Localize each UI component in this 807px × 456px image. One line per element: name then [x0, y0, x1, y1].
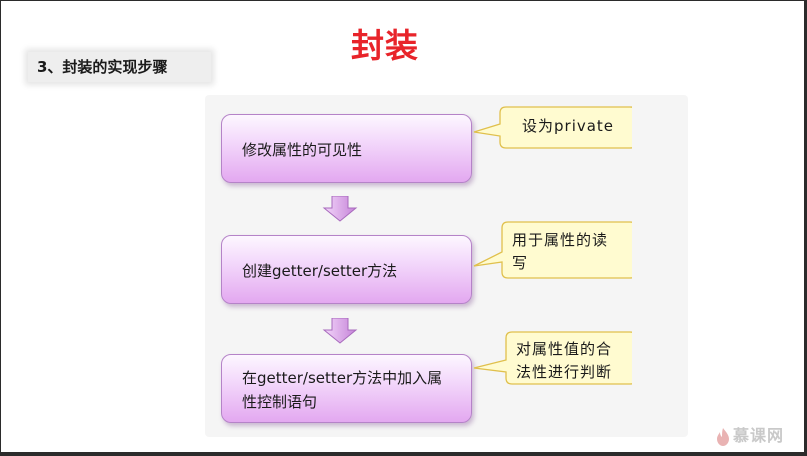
callout-note-2: 用于属性的读 写	[472, 220, 632, 300]
callout-note-2-text: 用于属性的读 写	[512, 231, 609, 272]
down-arrow-icon	[322, 318, 358, 344]
flow-step-1-label: 修改属性的可见性	[242, 141, 363, 159]
callout-note-1: 设为private	[472, 104, 632, 184]
callout-note-3: 对属性值的合 法性进行判断	[472, 330, 632, 410]
flow-step-3-label: 在getter/setter方法中加入属 性控制语句	[242, 369, 443, 411]
callout-bubble-icon	[473, 331, 632, 385]
callout-bubble-icon	[473, 106, 632, 149]
slide-title: 封装	[351, 26, 419, 65]
down-arrow-icon	[322, 196, 358, 222]
flow-step-3: 在getter/setter方法中加入属 性控制语句	[221, 354, 472, 423]
callout-note-1-text: 设为private	[522, 117, 615, 135]
bottom-border-strip	[0, 452, 807, 456]
watermark-logo: 慕课网	[716, 424, 784, 448]
flow-step-1: 修改属性的可见性	[221, 114, 472, 183]
flow-step-2: 创建getter/setter方法	[221, 235, 472, 304]
step-heading-background	[28, 52, 211, 82]
flame-logo-icon	[717, 427, 729, 446]
flow-step-2-label: 创建getter/setter方法	[242, 262, 398, 280]
callout-note-3-text: 对属性值的合 法性进行判断	[516, 340, 613, 381]
callout-bubble-icon	[473, 221, 632, 279]
watermark-text: 慕课网	[733, 426, 785, 445]
step-heading: 3、封装的实现步骤	[37, 58, 168, 76]
right-border-strip	[804, 0, 807, 456]
